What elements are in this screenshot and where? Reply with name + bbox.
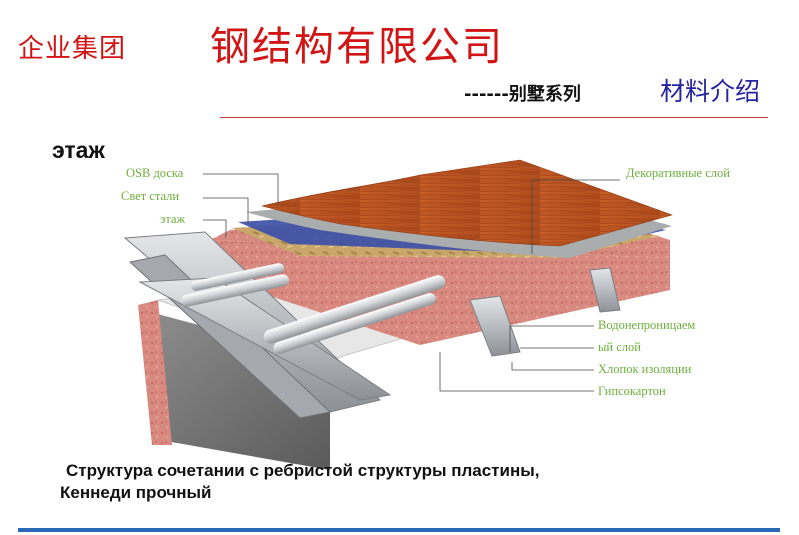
series-label: ------别墅系列: [464, 84, 581, 105]
label-waterproof-line1: Водонепроницаем: [598, 318, 696, 332]
caption: Структура сочетании с ребристой структур…: [60, 460, 539, 504]
gypsum-edge: [138, 300, 172, 445]
label-gypsum-board: Гипсокартон: [598, 384, 666, 398]
pipes: [181, 263, 446, 354]
leader-lines: [203, 173, 620, 392]
label-decorative-layer: Декоративные слой: [626, 166, 730, 180]
label-osb-board: OSB доска: [126, 166, 184, 180]
label-waterproof-line2: ый слой: [598, 340, 641, 354]
header-divider: [220, 117, 768, 118]
page-title: 钢结构有限公司: [210, 24, 504, 70]
insulation-front: [210, 240, 670, 345]
label-light-steel: Свет стали: [121, 189, 180, 203]
company-name: 企业集团: [18, 34, 127, 64]
caption-line-2: Кеннеди прочный: [60, 483, 212, 502]
section-title: этаж: [52, 137, 105, 163]
caption-line-1: Структура сочетании с ребристой структур…: [66, 461, 540, 480]
wood-floor-surface: [261, 159, 673, 247]
label-cotton-insulation: Хлопок изоляции: [598, 362, 692, 376]
label-floor: этаж: [160, 212, 186, 226]
bottom-accent-bar: [18, 528, 780, 532]
section-intro: 材料介绍: [660, 77, 761, 106]
